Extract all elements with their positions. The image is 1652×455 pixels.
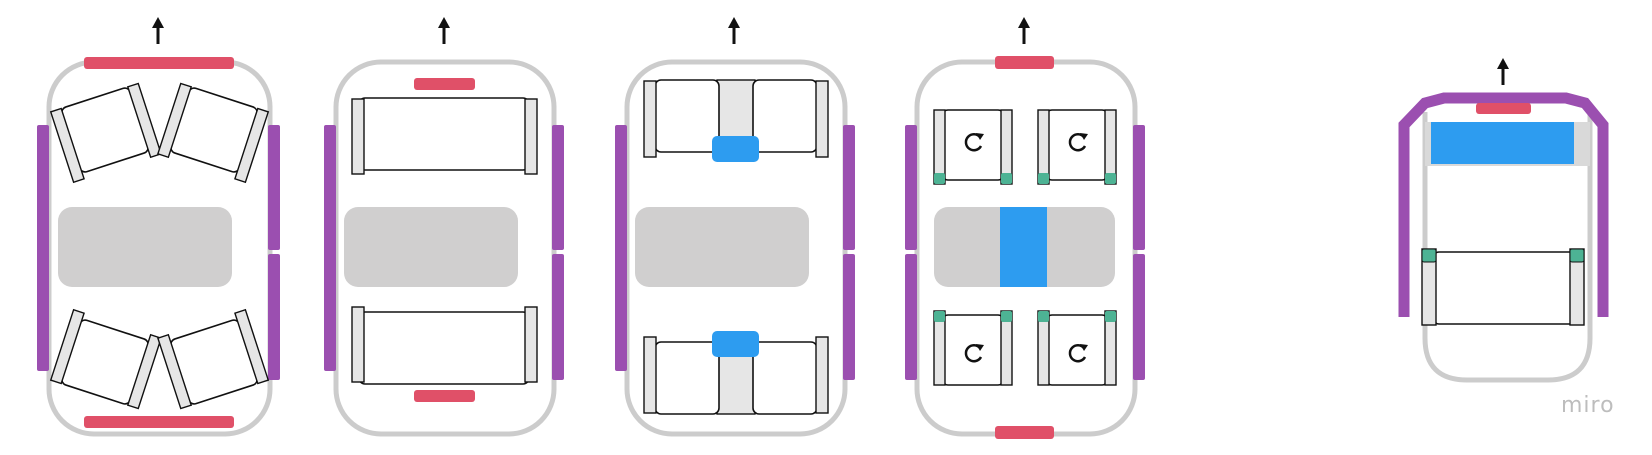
window-rear [995,426,1054,439]
door-frame [1398,92,1609,317]
swivel-chair-front-left [933,109,1013,185]
window-front [414,78,475,90]
forward-arrow-icon [1495,56,1511,87]
door-right-front [552,125,564,250]
display-screen [1431,122,1574,164]
layout-3 [615,15,855,437]
layout-1 [37,15,280,437]
door-right-front [268,125,280,250]
miro-watermark: miro [1561,393,1615,418]
swivel-chair-front-right [1037,109,1117,185]
double-seat-front [643,79,829,162]
door-left [905,125,917,250]
sofa-single [1421,248,1585,326]
door-right-rear [843,254,855,380]
door-right-rear [268,254,280,380]
center-table [635,207,809,287]
door-right-rear [552,254,564,380]
door-left [324,125,336,371]
door-right-front [1133,125,1145,250]
forward-arrow-icon [1016,15,1032,46]
forward-arrow-icon [726,15,742,46]
table-screen [1000,207,1047,287]
center-table [344,207,518,287]
door-left [37,125,49,371]
armchair-front-left [49,82,162,184]
sofa-front [351,97,538,175]
door-right-rear [1133,254,1145,380]
layout-4 [905,15,1145,439]
layout-2 [324,15,564,437]
double-seat-rear [643,331,829,415]
swivel-chair-rear-right [1037,310,1117,386]
swivel-chair-rear-left [933,310,1013,386]
door-left-rear [905,254,917,380]
forward-arrow-icon [150,15,166,46]
window-rear [84,416,234,428]
armchair-rear-right [157,308,270,410]
sofa-rear [351,306,538,385]
door-left [615,125,627,371]
window-front [84,57,234,69]
window-front [1476,103,1531,114]
door-right-front [843,125,855,250]
console-screen [712,136,759,162]
center-table [58,207,232,287]
armchair-rear-left [49,308,162,410]
window-rear [414,390,475,402]
console-screen [712,331,759,357]
vehicle-outline [1422,112,1593,383]
forward-arrow-icon [436,15,452,46]
window-front [995,56,1054,69]
armchair-front-right [157,82,270,184]
layout-5 [1398,56,1609,383]
